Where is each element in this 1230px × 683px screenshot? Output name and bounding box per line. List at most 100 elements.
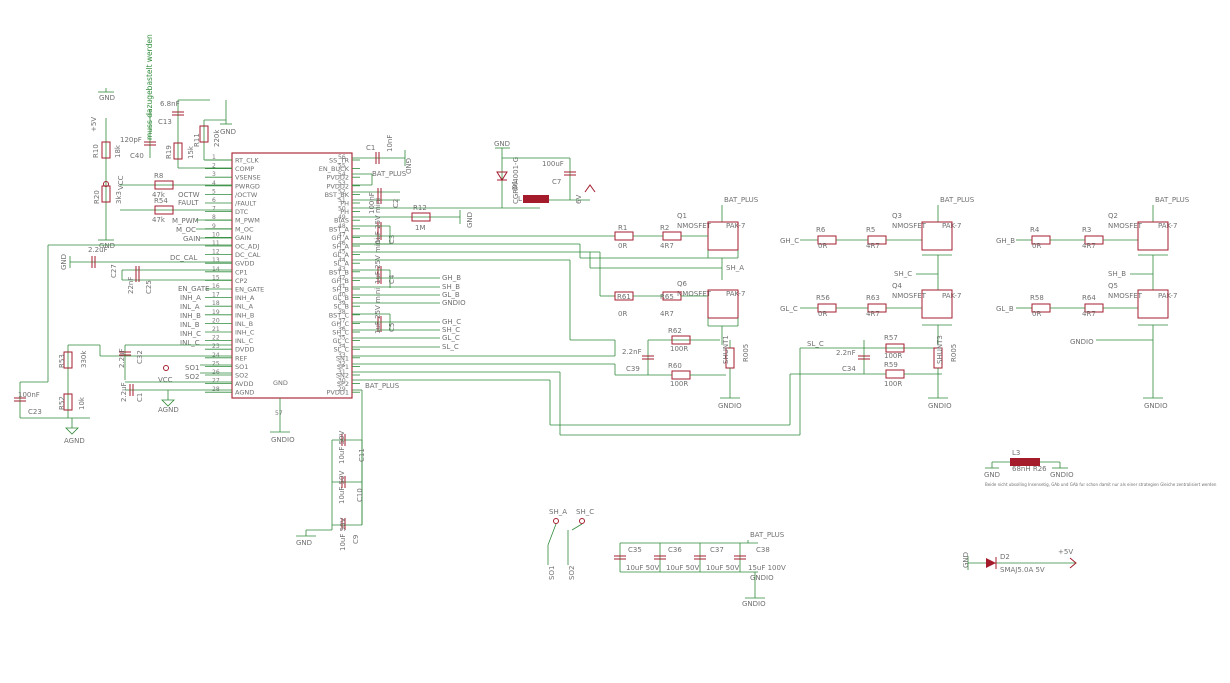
ic-left-pin-number: 21 (212, 326, 220, 333)
ic-right-pin-number: 50 (338, 206, 346, 213)
c25-value: 22nF (127, 277, 135, 294)
ic-left-pin-number: 22 (212, 335, 220, 342)
sj-sha-pad[interactable] (553, 518, 559, 524)
c13-label: C13 (158, 118, 172, 126)
r3-value: 4R7 (1082, 242, 1096, 250)
ic-left-pin-name: OC_ADJ (235, 243, 259, 251)
c1-left-value: 2.2uF (120, 382, 128, 402)
ic-left-pin-name: M_PWM (235, 217, 260, 225)
ic-left-pin-name: /OCTW (235, 191, 258, 199)
r5-value: 4R7 (866, 242, 880, 250)
ic-left-pin-name: SO2 (235, 372, 248, 380)
sj-so2: SO2 (568, 566, 576, 580)
ic-left-pin-number: 26 (212, 369, 220, 376)
c4-value: 1uF 25V mini (374, 238, 382, 284)
ic-left-pins: RT_CLK1COMP2VSENSE3PWRGD4/OCTW5/FAULT6DT… (205, 154, 264, 397)
q2-label: Q2 (1108, 212, 1118, 220)
c40-value: 120pF (120, 136, 142, 144)
bulk2-gndio2: GNDIO (742, 600, 766, 608)
r10-label: R10 (92, 144, 100, 158)
q2-mosfet (1137, 221, 1169, 251)
ic-left-pin-number: 24 (212, 352, 220, 359)
d2-value: SMAJ5.0A 5V (1000, 566, 1045, 574)
r59-label: R59 (884, 361, 898, 369)
q5-label: Q5 (1108, 282, 1118, 290)
moc-net: M_OC (176, 226, 196, 234)
q6-pak: PAK-7 (726, 290, 745, 298)
phase-b-gndio-l: GNDIO (1070, 338, 1094, 346)
ic-right-pin-name: GL_A (333, 251, 350, 259)
phase-c-glc: GL_C (780, 305, 798, 313)
mpwm-net: M_PWM (172, 217, 199, 225)
r2-label: R2 (660, 224, 669, 232)
phase-b: BAT_PLUS GH_B R4 0R R3 4R7 Q2 NMOSFET PA… (996, 196, 1190, 410)
ic-right-pins: SS_TR56EN_BUCK55PVDD254PVDD253BST_BK52PH… (319, 154, 360, 397)
ic-right-pin-name: EN_BUCK (319, 165, 350, 173)
ic-right-pin-number: 53 (338, 180, 346, 187)
c38-value: 15uF 100V (748, 564, 786, 572)
ic-left-pin-number: 20 (212, 317, 220, 324)
r54-label: R54 (154, 197, 168, 205)
ic-left-pin-name: VSENSE (235, 174, 261, 182)
ic-left-pin-number: 14 (212, 266, 220, 273)
shunt1-value: R005 (742, 344, 750, 362)
ic-right-pin-number: 32 (338, 360, 346, 367)
ic-left-pin-name: INH_A (235, 294, 255, 302)
c27-gnd: GND (60, 254, 68, 270)
ic-left-pin-name: INH_B (235, 311, 254, 319)
ic-right-pin-name: BST_A (329, 225, 350, 233)
inhc-net: INH_C (180, 330, 201, 338)
ic-left-pin-number: 9 (212, 223, 216, 230)
sj-shc-pad[interactable] (579, 518, 585, 524)
r60-resistor (671, 370, 691, 380)
q3-label: Q3 (892, 212, 902, 220)
c1-label: C1 (366, 144, 375, 152)
ic-right-pin-number: 43 (338, 266, 346, 273)
r12-label: R12 (413, 204, 427, 212)
net-ghb: GH_B (442, 274, 461, 282)
r5-label: R5 (866, 226, 875, 234)
r63-value: 4R7 (866, 310, 880, 318)
phase-a: BAT_PLUS Q1 NMOSFET PAK-7 R1 0R R2 4R7 S… (580, 196, 759, 410)
q6-label: Q6 (677, 280, 688, 288)
ic-left-pin-name: RT_CLK (235, 157, 259, 165)
ic-right-pin-number: 34 (338, 343, 346, 350)
c3-label: C3 (388, 235, 396, 244)
ic-left-pin-name: INL_C (235, 337, 254, 345)
ic-right-pin-name: GH_C (331, 320, 349, 328)
ic-left-pin-number: 13 (212, 257, 220, 264)
ic-left-pin-number: 27 (212, 378, 220, 385)
phase-b-bat: BAT_PLUS (1155, 196, 1190, 204)
net-glc: GL_C (442, 334, 460, 342)
r63-label: R63 (866, 294, 880, 302)
net-glb: GL_B (442, 291, 460, 299)
ic-left-pin-number: 6 (212, 197, 216, 204)
r19-resistor (173, 142, 183, 160)
ic-right-pin-name: BST_BK (325, 191, 350, 199)
ic-right-pin-name: GL_B (333, 294, 349, 302)
r53-resistor (63, 351, 73, 369)
phase-c-ghc: GH_C (780, 237, 799, 245)
l3-inductor (1010, 458, 1040, 466)
ic-right-pin-name: SN1 (336, 354, 349, 362)
l3-note: Beide nicht ubsolling Insensetig, GAb un… (985, 482, 1217, 487)
ic-right-pin-number: 56 (338, 154, 346, 161)
r62-value: 100R (670, 345, 688, 353)
bulk1-gnd: GND (296, 539, 312, 547)
c3-value: 1uF 25V mini (374, 198, 382, 244)
ic-right-pin-number: 39 (338, 300, 346, 307)
ic-right-pin-name: SP1 (337, 363, 349, 371)
so2-net: SO2 (185, 373, 199, 381)
net-slc: SL_C (442, 343, 459, 351)
ic-left-pin-number: 16 (212, 283, 220, 290)
net-shc: SH_C (442, 326, 460, 334)
bulk-caps-1: C11 10uF 50V C10 10uF 50V C9 10uF 50V GN… (296, 430, 366, 551)
ic-right-pin-name: BIAS (334, 217, 349, 225)
ic-right-pin-number: 51 (338, 197, 346, 204)
ic-right-pin-number: 45 (338, 249, 346, 256)
c35-label: C35 (628, 546, 642, 554)
r52-label: R52 (58, 396, 66, 410)
c1-left-label: C1 (136, 393, 144, 402)
c27-value: 2.2uF (88, 246, 108, 254)
r62-resistor (671, 335, 691, 345)
